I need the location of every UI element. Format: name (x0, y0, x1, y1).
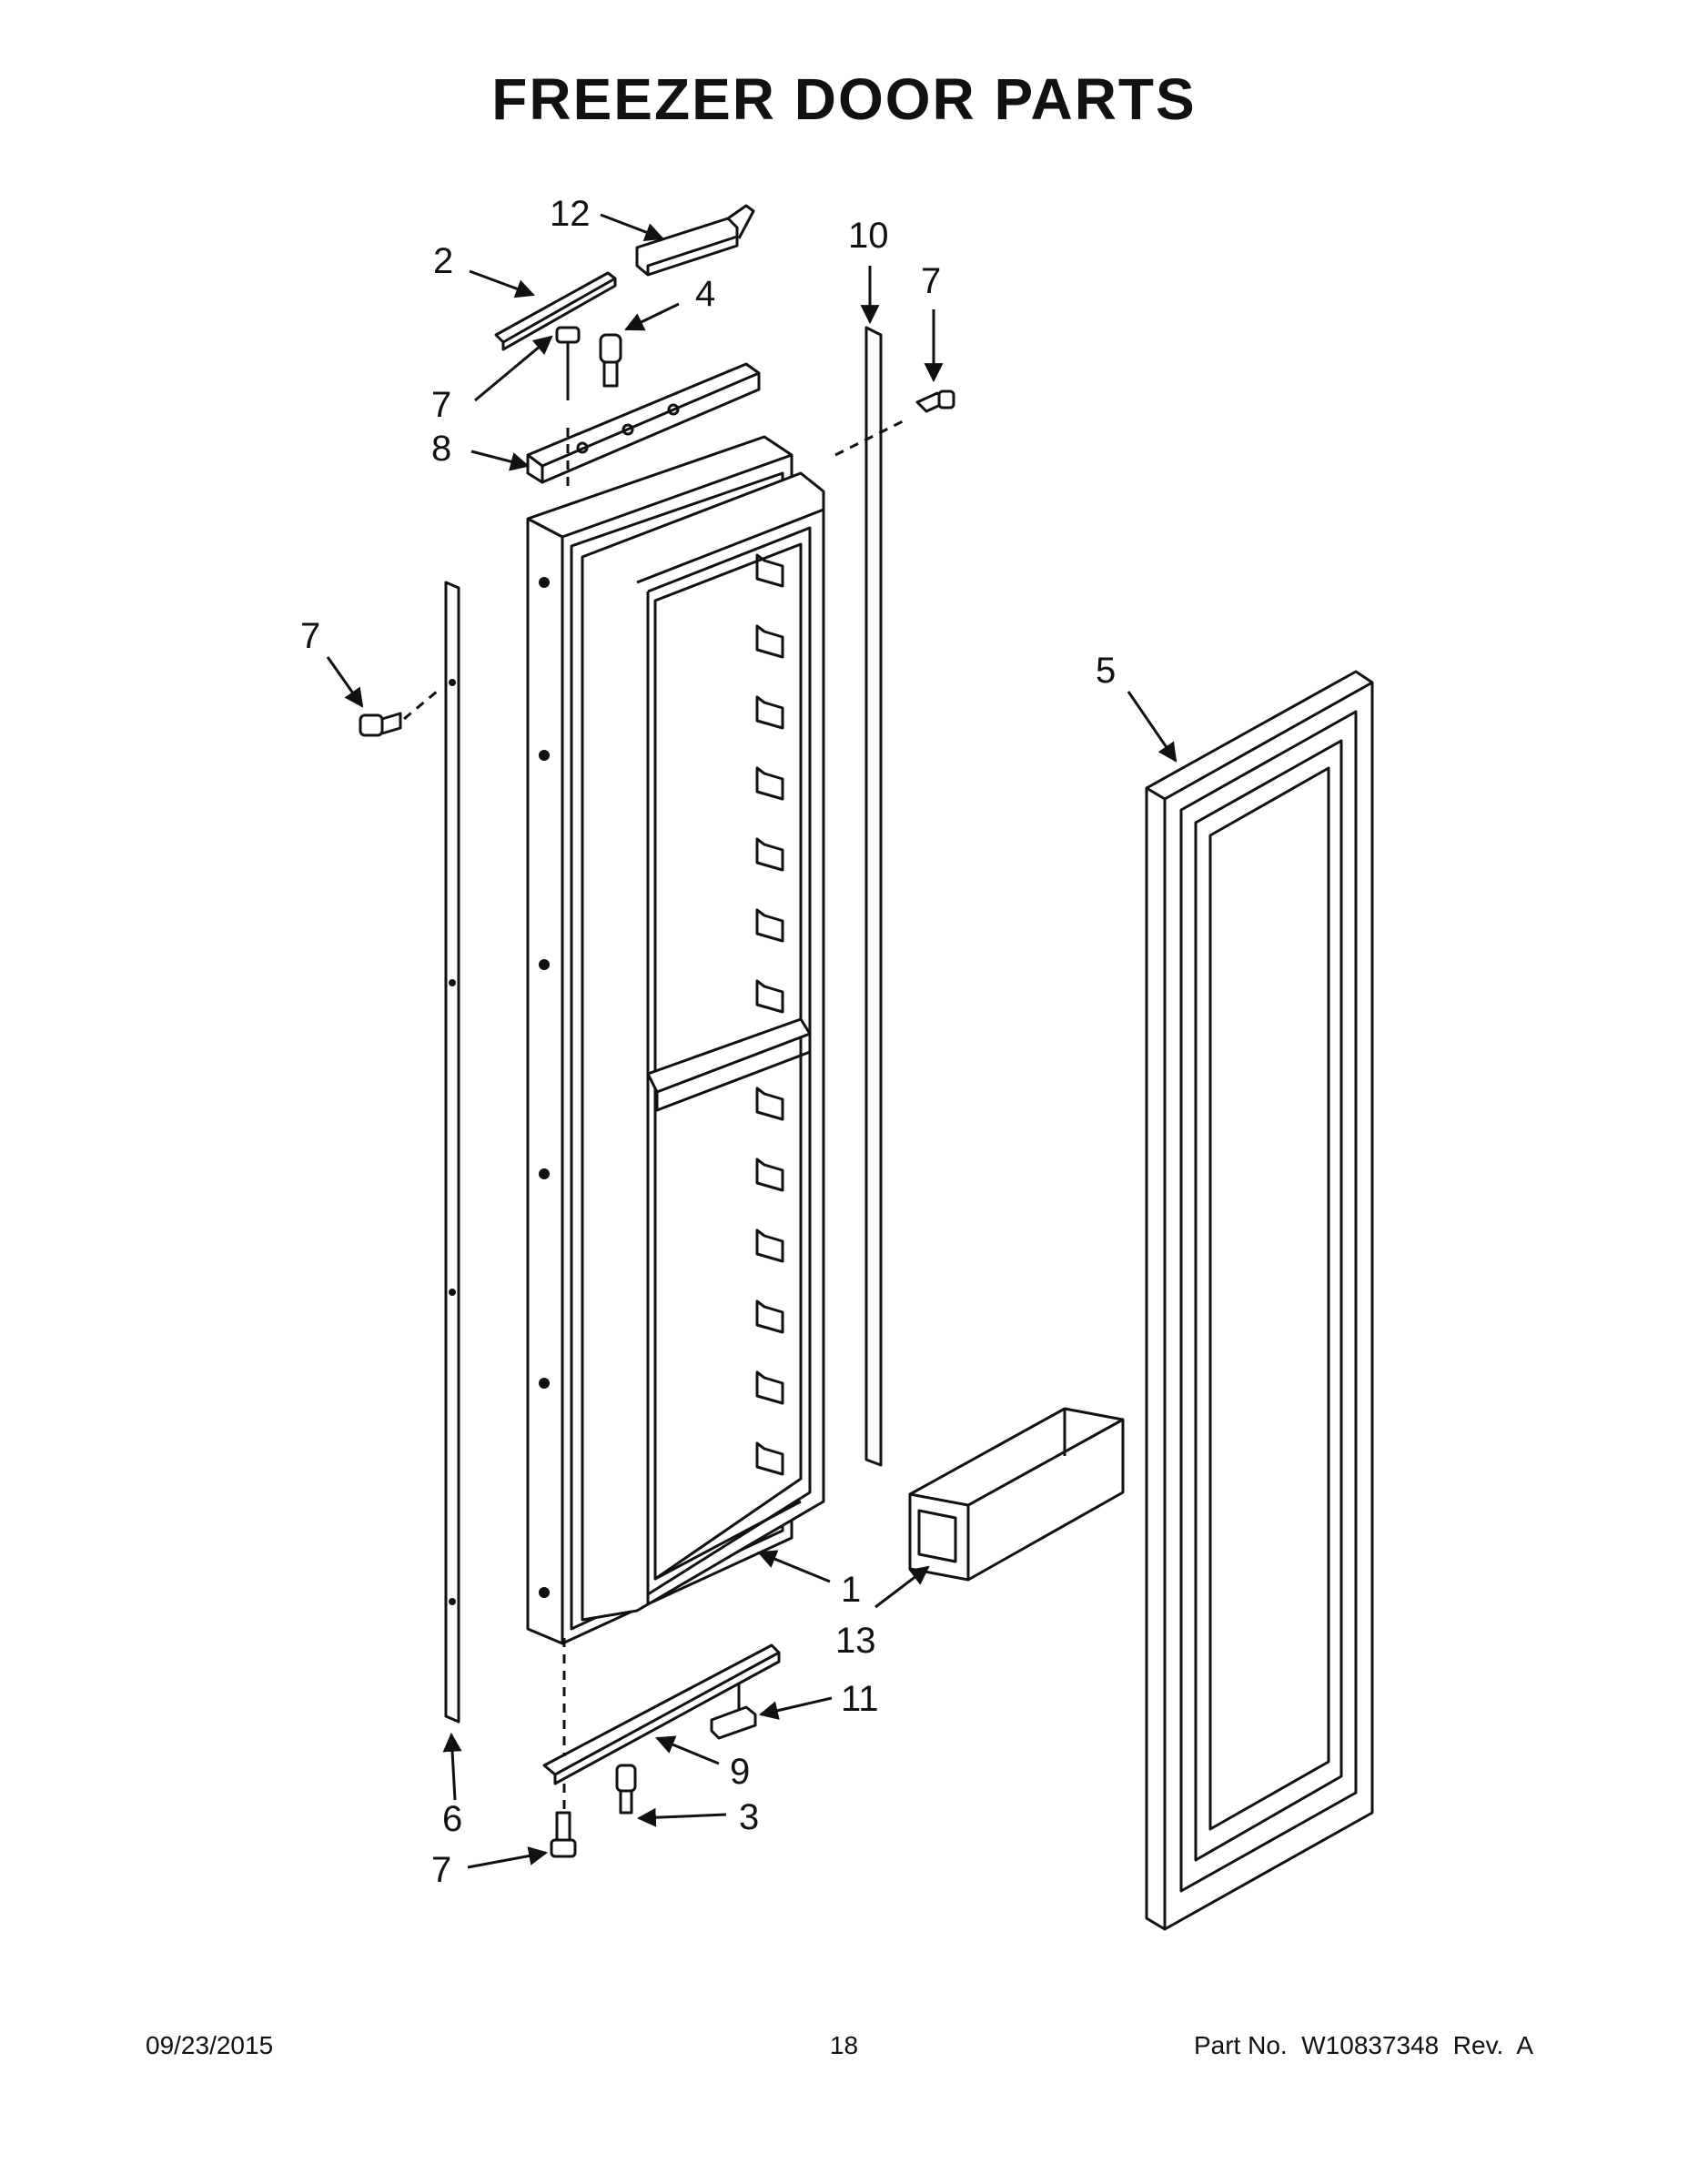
part-7-screw-top (555, 326, 581, 400)
callout-7-c: 7 (300, 616, 320, 656)
callout-9: 9 (730, 1752, 750, 1792)
callout-11: 11 (841, 1679, 879, 1719)
part-9-bottom-bracket (542, 1643, 781, 1785)
callout-7-b: 7 (431, 385, 451, 425)
part-12-bracket-cover (635, 204, 755, 277)
part-13-door-bin (908, 1407, 1125, 1582)
part-2-top-trim (494, 271, 617, 351)
footer-date: 09/23/2015 (146, 2031, 274, 2059)
callout-10: 10 (848, 216, 889, 256)
part-8-hinge-bracket (526, 362, 761, 484)
callout-4: 4 (695, 274, 715, 314)
part-10-right-trim (864, 326, 883, 1467)
page-title: FREEZER DOOR PARTS (491, 66, 1197, 132)
part-11-clip (710, 1684, 757, 1740)
callout-1: 1 (841, 1570, 861, 1610)
callout-2: 2 (433, 241, 453, 281)
callout-13: 13 (835, 1621, 876, 1661)
callout-8: 8 (431, 429, 451, 469)
callout-12: 12 (550, 194, 591, 234)
part-7-screw-right (915, 389, 955, 413)
callout-7-d: 7 (431, 1850, 451, 1890)
part-7-screw-bottom (550, 1811, 577, 1858)
part-5-door-gasket (1145, 670, 1374, 1931)
part-4-pin (599, 333, 622, 388)
leader-arrows (326, 213, 1178, 1869)
footer-part-number: Part No. W10837348 Rev. A (1193, 2031, 1533, 2059)
callout-7-a: 7 (921, 261, 941, 301)
callout-5: 5 (1096, 651, 1116, 691)
callout-3: 3 (739, 1797, 759, 1837)
callout-6: 6 (442, 1799, 462, 1839)
part-3-pin (615, 1764, 637, 1815)
part-1-door-assembly (526, 435, 825, 1645)
part-7-screw-left (359, 712, 402, 737)
footer-page-number: 18 (829, 2031, 859, 2059)
part-6-left-trim (444, 581, 460, 1724)
